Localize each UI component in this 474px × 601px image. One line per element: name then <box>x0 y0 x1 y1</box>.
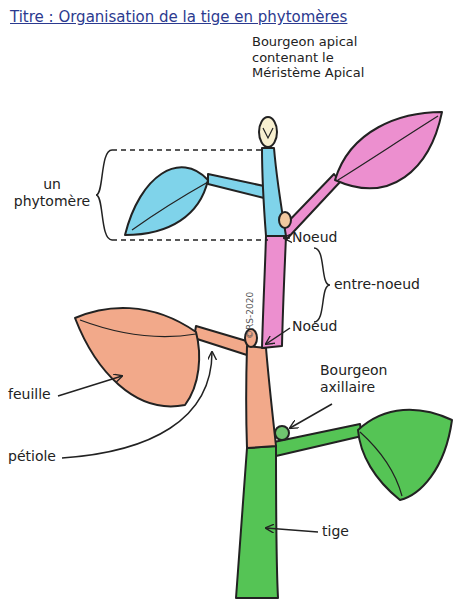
apical-bud-label: Bourgeon apical contenant le Méristème A… <box>252 34 392 81</box>
watermark: ©RS-2020 <box>245 292 256 339</box>
axillary-bud-label: Bourgeon axillaire <box>320 362 430 396</box>
diagram-title: Titre : Organisation de la tige en phyto… <box>10 8 347 26</box>
leaf-label: feuille <box>8 386 51 403</box>
internode-label: entre-noeud <box>334 276 420 293</box>
phytomere-label: un phytomère <box>6 176 98 210</box>
node-label: Noeud <box>292 318 337 335</box>
stem-label: tige <box>322 523 349 540</box>
node-label: Noeud <box>292 229 337 246</box>
petiole-label: pétiole <box>8 448 56 465</box>
